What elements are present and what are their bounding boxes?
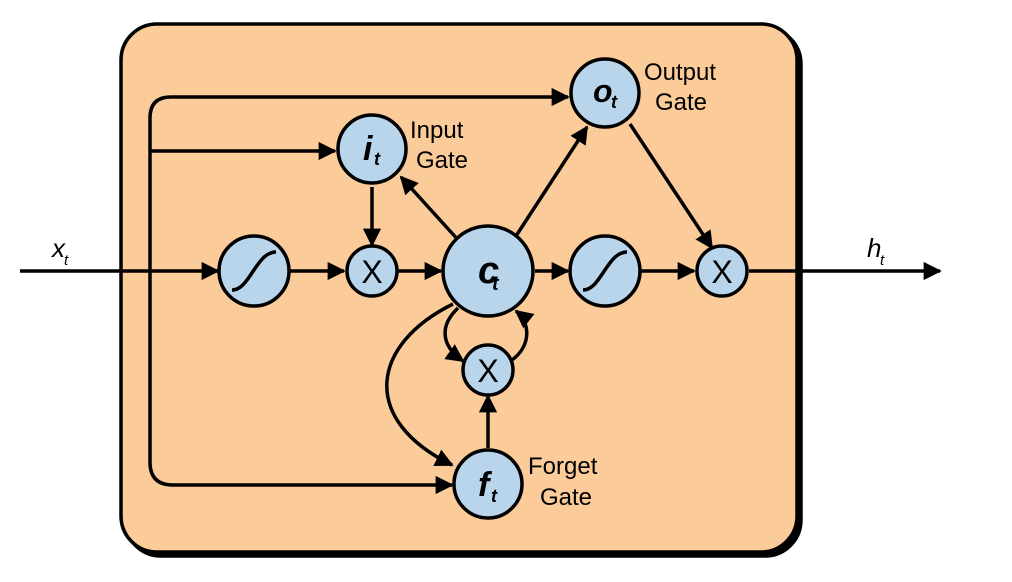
multiply-symbol: X	[361, 254, 382, 290]
forget-gate-caption-line2: Gate	[540, 484, 592, 511]
forget-multiply-node: X	[461, 343, 515, 397]
output-activation-node	[568, 234, 642, 308]
sigmoid-curve-icon	[231, 250, 277, 292]
input-gate-node: i t	[336, 113, 408, 185]
edge-cell-state-to-input-gate	[399, 175, 462, 244]
sigmoid-curve-icon	[582, 250, 628, 292]
edge-cell-state-to-forget-multiply	[443, 306, 465, 363]
output-gate-node: o t	[569, 57, 641, 129]
multiply-symbol: X	[477, 353, 498, 389]
input-multiply-node: X	[345, 244, 399, 298]
edge-input-bus-to-forget-gate	[148, 271, 454, 495]
input-gate-caption-line2: Gate	[416, 147, 468, 174]
edge-output-gate-to-multiply	[628, 123, 714, 250]
edge-forget-multiply-to-cell-state	[510, 309, 535, 362]
output-label-main: h	[867, 233, 881, 263]
input-label-main: x	[50, 233, 66, 263]
forget-gate-caption-line1: Forget	[528, 453, 598, 480]
output-gate-subscript: t	[611, 92, 618, 112]
forget-gate-symbol: f	[478, 466, 493, 504]
forget-gate-node: f t	[452, 448, 524, 520]
output-label-subscript: t	[880, 252, 885, 269]
output-gate-symbol: o	[593, 73, 613, 109]
forget-gate-subscript: t	[491, 486, 498, 506]
cell-state-symbol: c	[478, 250, 499, 292]
multiply-symbol: X	[711, 254, 732, 290]
output-gate-caption-line2: Gate	[655, 89, 707, 116]
edge-input-bus-to-output-gate	[148, 87, 570, 271]
input-gate-symbol: i	[363, 130, 374, 168]
input-gate-subscript: t	[374, 149, 381, 169]
edge-cell-state-to-output-gate	[514, 125, 589, 237]
cell-state-subscript: t	[492, 273, 500, 295]
connections	[20, 87, 942, 495]
output-multiply-node: X	[695, 244, 749, 298]
input-activation-node	[217, 234, 291, 308]
input-gate-caption-line1: Input	[410, 117, 464, 144]
output-gate-caption-line1: Output	[644, 59, 716, 86]
cell-state-node: c t	[441, 224, 535, 318]
input-label-subscript: t	[64, 252, 69, 269]
edge-cell-state-to-forget-gate	[385, 302, 454, 467]
